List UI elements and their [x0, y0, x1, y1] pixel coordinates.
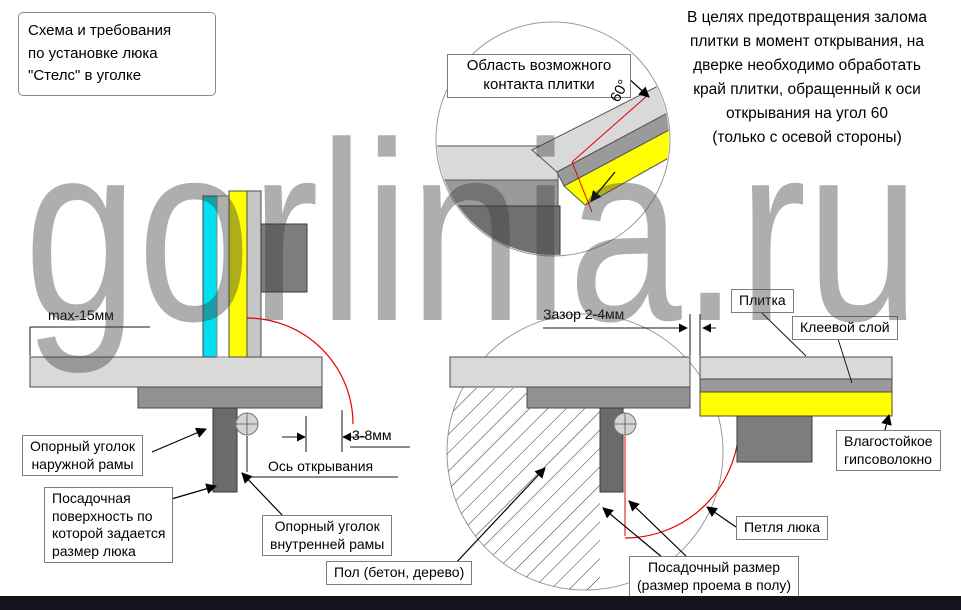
right-swing-arc — [624, 423, 740, 539]
inner-angle-label: Опорный уголок внутренней рамы — [262, 515, 393, 556]
gap-3-8-label: 3-8мм — [352, 427, 392, 443]
left-inner-angle-block — [260, 223, 308, 293]
left-max-dim-lines — [29, 326, 150, 356]
detail-door-tile-beveled — [531, 81, 669, 173]
left-section-diagram — [29, 190, 410, 517]
right-leader-lines — [761, 312, 853, 384]
left-gap-dim — [282, 410, 410, 452]
footer-bar — [0, 596, 961, 610]
detail-circle-outline — [435, 21, 671, 257]
left-swing-arc — [246, 317, 354, 425]
right-section-diagram — [446, 312, 893, 591]
left-leader-arrows — [151, 427, 284, 517]
title-info-box: Схема и требования по установке люка "Ст… — [18, 12, 216, 96]
hinge-label: Петля люка — [736, 516, 829, 540]
left-hinge-marker — [235, 412, 259, 436]
floor-hatch-area — [447, 388, 600, 590]
left-door-gypsum-layer — [228, 190, 248, 358]
outer-angle-label: Опорный уголок наружной рамы — [22, 435, 144, 476]
top-right-note: В целях предотвращения залома плитки в м… — [686, 9, 928, 147]
floor-label: Пол (бетон, дерево) — [326, 561, 473, 585]
contact-area-callout: Область возможного контакта плитки — [447, 54, 631, 98]
title-line: по установке люка — [28, 44, 158, 62]
detail-door-gypsum — [563, 120, 669, 206]
right-hinge-marker — [613, 412, 637, 436]
left-door-frame-strip — [246, 190, 262, 358]
title-line: Схема и требования — [28, 22, 172, 39]
gypsum-layer — [699, 391, 893, 417]
tile-layer — [699, 356, 893, 380]
seat-size-label: Посадочный размер (размер проема в полу) — [629, 556, 800, 597]
right-door-closed-stack — [699, 356, 893, 463]
detail-door-glue — [556, 106, 669, 187]
left-door-open-stack — [202, 190, 308, 358]
glue-layer — [699, 378, 893, 393]
left-outer-angle-web — [212, 407, 238, 493]
glue-label: Клеевой слой — [792, 316, 898, 340]
detail-fixed-block — [441, 205, 561, 255]
detail-content — [437, 81, 669, 255]
left-door-gap-layer — [216, 195, 230, 358]
tile-label: Плитка — [731, 289, 794, 313]
axis-label: Ось открывания — [268, 458, 374, 474]
left-panel-slab — [29, 356, 323, 388]
seat-surface-label: Посадочная поверхность по которой задает… — [44, 487, 174, 563]
inner-frame-block — [736, 415, 813, 463]
title-line: "Стелс" в уголке — [28, 67, 142, 84]
left-outer-angle-flange — [137, 386, 323, 409]
detail-angle-lines — [571, 94, 649, 213]
detail-arrows — [590, 77, 650, 202]
right-outer-angle-flange — [526, 386, 691, 409]
gypsum-label: Влагостойкое гипсоволокно — [836, 430, 941, 471]
gap-2-4-label: Зазор 2-4мм — [543, 306, 625, 322]
max-dim-label: max-15мм — [48, 307, 114, 323]
right-leader-arrows — [452, 413, 892, 567]
right-panel-slab — [449, 356, 691, 388]
right-gap-dim — [543, 314, 716, 356]
left-door-tile-layer — [202, 195, 218, 358]
